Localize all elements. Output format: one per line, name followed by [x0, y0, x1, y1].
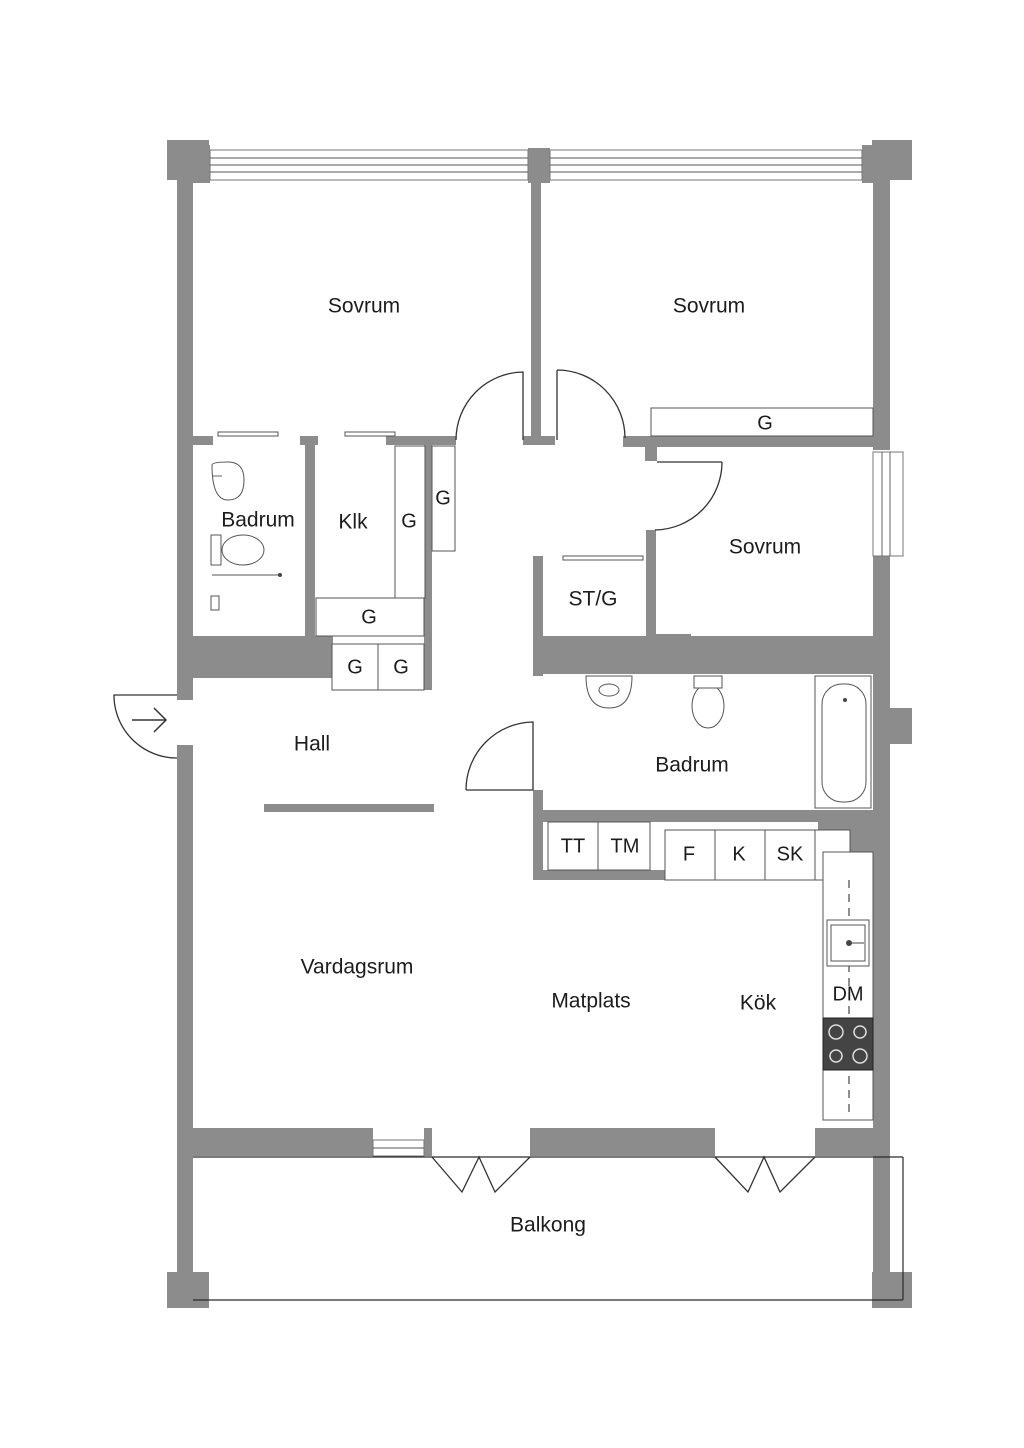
sink-icon: [826, 919, 870, 967]
windows: [209, 149, 904, 1157]
label-tt: TT: [561, 835, 585, 857]
label-balkong: Balkong: [510, 1214, 586, 1237]
label-hall: Hall: [294, 733, 330, 756]
label-f: F: [683, 843, 695, 865]
label-kok: Kök: [740, 992, 777, 1015]
arrow-right-icon: [132, 707, 168, 733]
outer-walls: [167, 140, 912, 1308]
label-vardagsrum: Vardagsrum: [301, 956, 414, 979]
label-tm: TM: [611, 835, 640, 857]
label-badrum-large: Badrum: [655, 754, 729, 777]
label-g-hall-1: G: [347, 656, 363, 678]
room-labels: Sovrum Sovrum Sovrum Badrum Badrum Klk G…: [221, 295, 863, 1237]
wardrobes: [315, 407, 874, 881]
label-sovrum-1: Sovrum: [328, 295, 400, 318]
stove-icon: [822, 1017, 874, 1071]
balcony: [193, 1156, 904, 1301]
label-klk: Klk: [338, 511, 368, 534]
label-sovrum-3: Sovrum: [729, 536, 801, 559]
label-g-klk-bottom: G: [361, 606, 377, 628]
small-bathroom-fixtures: [210, 461, 282, 611]
label-g-hall-2: G: [393, 656, 409, 678]
interior-walls: [193, 180, 873, 880]
doors: [113, 369, 816, 1194]
label-g-sovrum: G: [757, 412, 773, 434]
label-sovrum-2: Sovrum: [673, 295, 745, 318]
label-st-g: ST/G: [568, 588, 617, 611]
label-dm: DM: [832, 983, 863, 1005]
label-g-klk-right: G: [401, 510, 417, 532]
label-badrum-small: Badrum: [221, 509, 295, 532]
label-g-hall-top: G: [435, 487, 451, 509]
label-k: K: [732, 843, 746, 865]
kitchen-counter: [822, 851, 874, 1121]
label-sk: SK: [777, 843, 804, 865]
label-matplats: Matplats: [551, 990, 630, 1013]
large-bathroom-fixtures: [585, 675, 872, 809]
